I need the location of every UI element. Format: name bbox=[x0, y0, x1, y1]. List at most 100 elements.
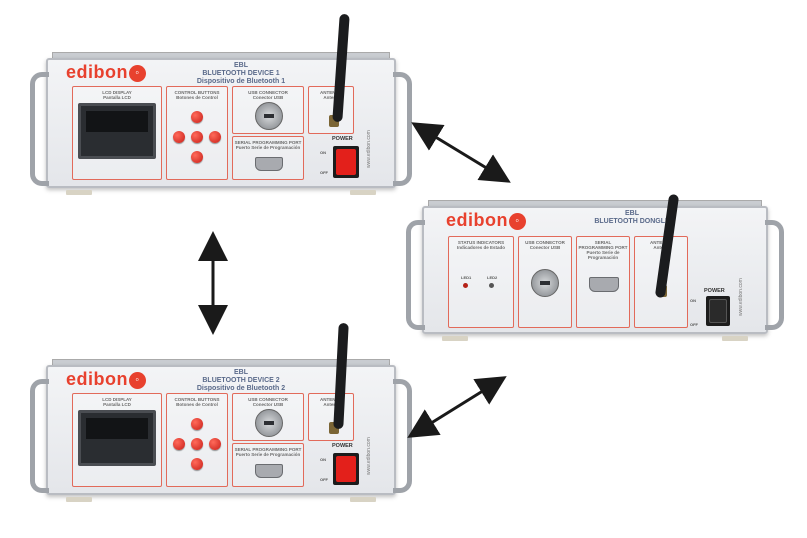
serial-label: SERIAL PROGRAMMING PORT bbox=[578, 240, 628, 250]
usb-port[interactable] bbox=[531, 269, 559, 297]
db9-connector[interactable] bbox=[255, 464, 283, 478]
chassis-top bbox=[52, 359, 390, 366]
foot bbox=[66, 497, 92, 502]
antenna-label-es: Antena bbox=[323, 95, 339, 100]
button-down[interactable] bbox=[191, 458, 203, 470]
led1-indicator bbox=[463, 283, 468, 288]
power-switch[interactable] bbox=[333, 453, 359, 485]
bluetooth-dongle: edibon◦ EBL BLUETOOTH DONGLE STATUS INDI… bbox=[406, 193, 784, 341]
led2-indicator bbox=[489, 283, 494, 288]
usb-label: USB CONNECTOR bbox=[248, 90, 288, 95]
antenna-base bbox=[329, 422, 339, 434]
foot bbox=[350, 190, 376, 195]
lcd-label: LCD DISPLAY bbox=[102, 90, 132, 95]
foot bbox=[66, 190, 92, 195]
button-up[interactable] bbox=[191, 418, 203, 430]
usb-port[interactable] bbox=[255, 102, 283, 130]
antenna-label-es: Antena bbox=[323, 402, 339, 407]
serial-label: SERIAL PROGRAMMING PORT bbox=[234, 140, 302, 145]
left-handle bbox=[30, 72, 49, 186]
bluetooth-device-2: edibon◦ EBL BLUETOOTH DEVICE 2 Dispositi… bbox=[30, 322, 412, 502]
db9-connector[interactable] bbox=[255, 157, 283, 171]
usb-label-es: Conector USB bbox=[252, 95, 284, 100]
control-label: CONTROL BUTTONS bbox=[174, 397, 220, 402]
status-label: STATUS INDICATORS bbox=[457, 240, 505, 245]
power-label: POWER bbox=[704, 288, 725, 294]
power-label: POWER bbox=[332, 136, 353, 142]
bluetooth-device-1: edibon◦ EBL BLUETOOTH DEVICE 1 Dispositi… bbox=[30, 13, 412, 195]
lcd-label-es: Pantalla LCD bbox=[103, 402, 131, 407]
serial-label-es: Puerto Serie de Programación bbox=[586, 250, 620, 260]
chassis-top bbox=[428, 200, 762, 207]
off-label: OFF bbox=[320, 170, 328, 175]
device-name-es: Dispositivo de Bluetooth 1 bbox=[196, 78, 286, 85]
button-down[interactable] bbox=[191, 151, 203, 163]
lcd-label-es: Pantalla LCD bbox=[103, 95, 131, 100]
right-handle bbox=[765, 220, 784, 330]
usb-label: USB CONNECTOR bbox=[248, 397, 288, 402]
chassis-top bbox=[52, 52, 390, 59]
lcd-label: LCD DISPLAY bbox=[102, 397, 132, 402]
right-handle bbox=[393, 72, 412, 186]
device-title: EBL BLUETOOTH DEVICE 1 Dispositivo de Bl… bbox=[186, 62, 296, 86]
button-center[interactable] bbox=[191, 438, 203, 450]
arrow-bottom-right bbox=[407, 376, 507, 438]
led2-label: LED2 bbox=[487, 275, 498, 280]
lcd-screen bbox=[78, 103, 156, 159]
device-title: EBL BLUETOOTH DONGLE bbox=[572, 210, 692, 226]
device-name: BLUETOOTH DEVICE 1 bbox=[202, 70, 280, 77]
model-label: EBL bbox=[234, 369, 248, 376]
usb-label-es: Conector USB bbox=[252, 402, 284, 407]
device-name: BLUETOOTH DONGLE bbox=[594, 218, 670, 225]
arrow-top-right bbox=[411, 122, 511, 183]
on-label: ON bbox=[320, 457, 326, 462]
serial-label-es: Puerto Serie de Programación bbox=[235, 452, 301, 457]
serial-label: SERIAL PROGRAMMING PORT bbox=[234, 447, 302, 452]
button-up[interactable] bbox=[191, 111, 203, 123]
control-label-es: Botones de Control bbox=[176, 402, 218, 407]
device-name: BLUETOOTH DEVICE 2 bbox=[202, 377, 280, 384]
button-left[interactable] bbox=[173, 131, 185, 143]
device-name-es: Dispositivo de Bluetooth 2 bbox=[196, 385, 286, 392]
power-label: POWER bbox=[332, 443, 353, 449]
power-switch[interactable] bbox=[333, 146, 359, 178]
foot bbox=[722, 336, 748, 341]
usb-port[interactable] bbox=[255, 409, 283, 437]
serial-label-es: Puerto Serie de Programación bbox=[235, 145, 301, 150]
button-center[interactable] bbox=[191, 131, 203, 143]
model-label: EBL bbox=[234, 62, 248, 69]
button-left[interactable] bbox=[173, 438, 185, 450]
edibon-logo: edibon◦ bbox=[66, 369, 146, 390]
usb-label-es: Conector USB bbox=[529, 245, 561, 250]
antenna-label: ANTENNA bbox=[650, 240, 672, 245]
off-label: OFF bbox=[690, 322, 698, 327]
db9-connector[interactable] bbox=[589, 277, 619, 292]
edibon-logo: edibon◦ bbox=[66, 62, 146, 83]
foot bbox=[350, 497, 376, 502]
control-label-es: Botones de Control bbox=[176, 95, 218, 100]
edibon-logo: edibon◦ bbox=[446, 210, 526, 231]
left-handle bbox=[30, 379, 49, 493]
on-label: ON bbox=[320, 150, 326, 155]
button-right[interactable] bbox=[209, 438, 221, 450]
antenna-label: ANTENNA bbox=[320, 397, 342, 402]
antenna-label: ANTENNA bbox=[320, 90, 342, 95]
button-right[interactable] bbox=[209, 131, 221, 143]
left-handle bbox=[406, 220, 425, 330]
model-label: EBL bbox=[625, 210, 639, 217]
device-title: EBL BLUETOOTH DEVICE 2 Dispositivo de Bl… bbox=[186, 369, 296, 393]
power-switch[interactable] bbox=[706, 296, 730, 326]
usb-label: USB CONNECTOR bbox=[525, 240, 565, 245]
